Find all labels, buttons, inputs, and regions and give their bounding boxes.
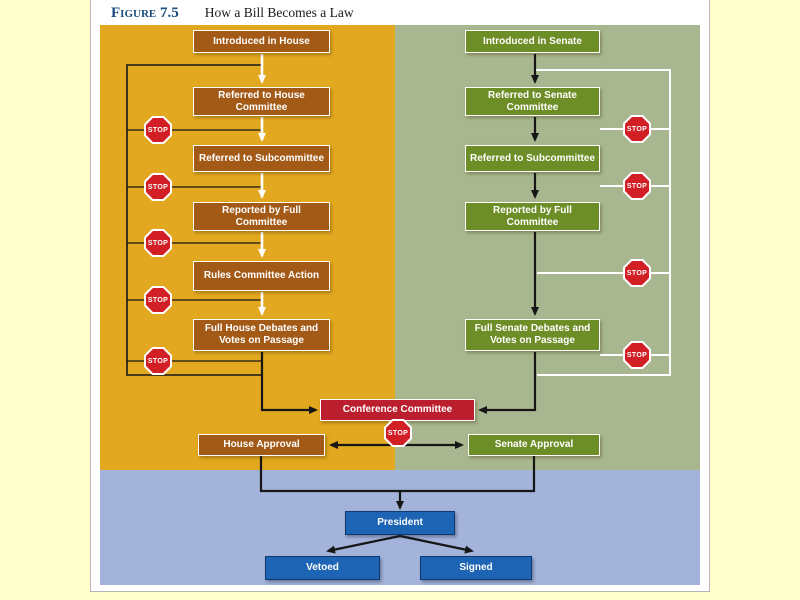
node-house-reported-full: Reported by Full Committee xyxy=(193,202,330,231)
node-vetoed: Vetoed xyxy=(265,556,380,580)
node-senate-subcommittee: Referred to Subcommittee xyxy=(465,145,600,172)
stop-label: STOP xyxy=(146,349,170,373)
node-house-approval: House Approval xyxy=(198,434,325,456)
figure-label: Figure 7.5 xyxy=(111,5,179,21)
node-president: President xyxy=(345,511,455,535)
node-house-debates: Full House Debates and Votes on Passage xyxy=(193,319,330,351)
node-introduced-in-senate: Introduced in Senate xyxy=(465,30,600,53)
flowchart: Introduced in House Referred to House Co… xyxy=(100,25,700,585)
node-signed: Signed xyxy=(420,556,532,580)
stop-sign-house-4: STOP xyxy=(144,286,172,314)
stop-label: STOP xyxy=(146,118,170,142)
stop-label: STOP xyxy=(625,261,649,285)
stop-label: STOP xyxy=(146,231,170,255)
stop-label: STOP xyxy=(386,421,410,445)
connector-lines xyxy=(126,54,671,554)
stop-label: STOP xyxy=(625,343,649,367)
stop-label: STOP xyxy=(625,174,649,198)
stop-label: STOP xyxy=(146,288,170,312)
node-senate-approval: Senate Approval xyxy=(468,434,600,456)
figure-title: How a Bill Becomes a Law xyxy=(204,5,354,20)
node-senate-debates: Full Senate Debates and Votes on Passage xyxy=(465,319,600,351)
stop-label: STOP xyxy=(625,117,649,141)
stop-sign-senate-3: STOP xyxy=(623,259,651,287)
node-conference-committee: Conference Committee xyxy=(320,399,475,421)
stop-sign-conference: STOP xyxy=(384,419,412,447)
stop-sign-senate-4: STOP xyxy=(623,341,651,369)
stop-label: STOP xyxy=(146,175,170,199)
president-routing xyxy=(259,456,536,554)
conference-routing xyxy=(260,352,537,449)
stop-sign-senate-2: STOP xyxy=(623,172,651,200)
node-rules-committee-action: Rules Committee Action xyxy=(193,261,330,291)
node-referred-senate-committee: Referred to Senate Committee xyxy=(465,87,600,116)
node-house-subcommittee: Referred to Subcommittee xyxy=(193,145,330,172)
stop-sign-house-3: STOP xyxy=(144,229,172,257)
stop-sign-senate-1: STOP xyxy=(623,115,651,143)
node-introduced-in-house: Introduced in House xyxy=(193,30,330,53)
node-referred-house-committee: Referred to House Committee xyxy=(193,87,330,116)
node-senate-reported-full: Reported by Full Committee xyxy=(465,202,600,231)
figure-header: Figure 7.5 How a Bill Becomes a Law xyxy=(111,4,354,22)
figure-panel: Figure 7.5 How a Bill Becomes a Law xyxy=(90,0,710,592)
stop-sign-house-5: STOP xyxy=(144,347,172,375)
stop-sign-house-1: STOP xyxy=(144,116,172,144)
stop-sign-house-2: STOP xyxy=(144,173,172,201)
